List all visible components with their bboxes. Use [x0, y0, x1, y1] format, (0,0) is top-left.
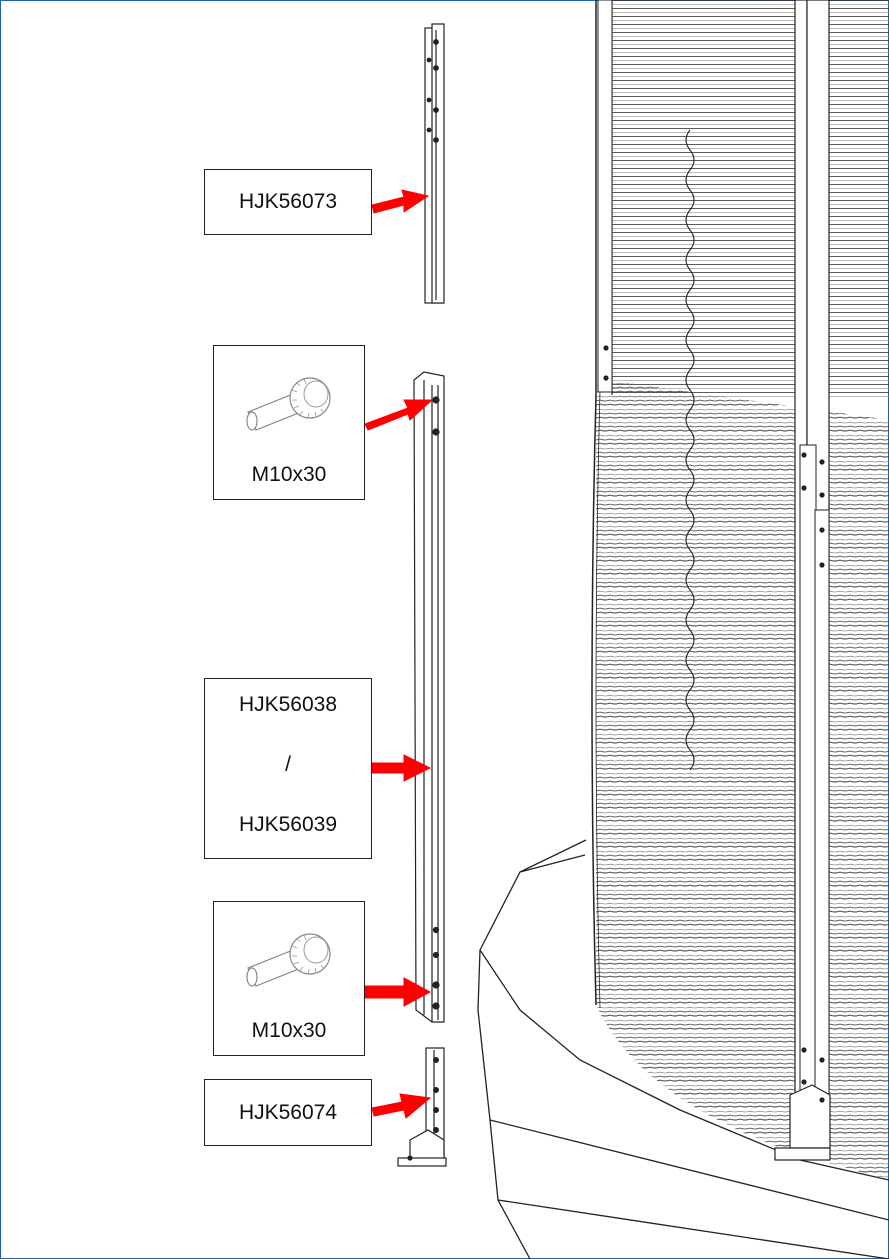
- part-number: HJK56074: [238, 1101, 338, 1124]
- bolt-spec: M10x30: [251, 1019, 327, 1042]
- part-main-rail: [413, 371, 445, 1023]
- label-top-bolt: M10x30: [213, 345, 365, 500]
- label-bottom-bolt: M10x30: [213, 901, 365, 1056]
- arrow-icon: [361, 189, 434, 1119]
- label-top-rail: HJK56073: [204, 169, 372, 235]
- arrow-to-base-foot: [371, 1093, 432, 1119]
- tank-stiffener-foot: [774, 1084, 831, 1161]
- part-number: HJK56073: [238, 190, 338, 213]
- bolt-spec: M10x30: [251, 463, 327, 486]
- tank-lower-section: [591, 381, 889, 1180]
- part-top-rail: [424, 23, 445, 304]
- bolt-icon: [246, 933, 331, 987]
- part-separator: /: [285, 753, 291, 776]
- panel-seam: [685, 129, 695, 771]
- foundation-slab: [477, 839, 889, 1259]
- tank-upper-section: [595, 0, 889, 400]
- part-number-b: HJK56039: [238, 813, 338, 836]
- arrow-to-bottom-bolt: [361, 977, 432, 1007]
- bolt-icon: [246, 377, 331, 431]
- stiffener-holes: [603, 345, 825, 1103]
- arrow-to-main-rail: [371, 754, 432, 782]
- part-base-foot: [397, 1047, 447, 1167]
- label-base-foot: HJK56074: [204, 1079, 372, 1146]
- arrow-to-top-rail: [371, 189, 430, 214]
- arrow-to-top-bolt: [364, 399, 434, 431]
- label-main-rail: HJK56038 / HJK56039: [204, 678, 372, 859]
- part-number-a: HJK56038: [238, 693, 338, 716]
